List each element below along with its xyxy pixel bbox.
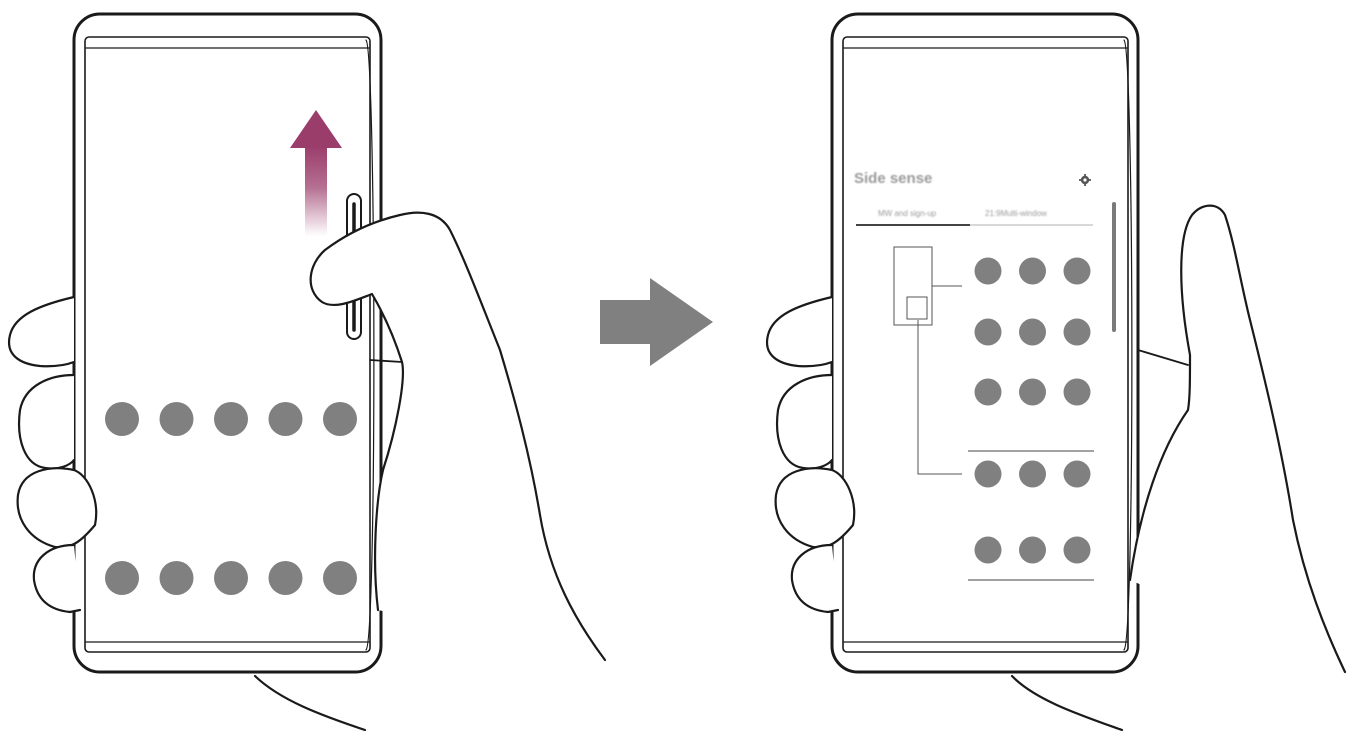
menu-title: Side sense — [854, 170, 932, 187]
menu-app-icon — [975, 319, 1002, 346]
app-icon — [269, 561, 303, 595]
app-icon — [323, 561, 357, 595]
left-panel — [9, 14, 605, 730]
app-icon — [160, 402, 194, 436]
left-finger-3 — [18, 468, 97, 547]
menu-app-icon — [975, 379, 1002, 406]
menu-app-icon — [1019, 319, 1046, 346]
app-icon — [160, 561, 194, 595]
menu-app-icon — [1064, 537, 1091, 564]
menu-scrollbar — [1112, 202, 1116, 332]
app-icon — [323, 402, 357, 436]
thumb-raised — [1130, 206, 1345, 672]
wrist-line-right — [1012, 676, 1122, 730]
transition-arrow — [600, 278, 713, 366]
left-finger-4 — [34, 545, 80, 612]
menu-app-icon — [975, 461, 1002, 488]
menu-app-icon — [1064, 379, 1091, 406]
menu-app-icon — [1019, 537, 1046, 564]
menu-app-icon — [975, 537, 1002, 564]
app-icon — [105, 402, 139, 436]
app-icon — [269, 402, 303, 436]
app-icon — [214, 402, 248, 436]
menu-app-icon — [1019, 461, 1046, 488]
menu-app-icon — [1064, 319, 1091, 346]
wrist-line — [255, 676, 365, 730]
menu-app-icon — [1019, 379, 1046, 406]
left-finger-1 — [9, 297, 74, 366]
left-finger-2 — [19, 375, 74, 468]
tab-multi-window: 21:9Multi-window — [985, 209, 1047, 218]
app-icon — [105, 561, 139, 595]
right-panel — [767, 14, 1345, 730]
app-icon — [214, 561, 248, 595]
menu-app-icon — [1064, 461, 1091, 488]
menu-app-icon — [1019, 258, 1046, 285]
tab-mw: MW and sign-up — [878, 209, 937, 218]
menu-app-icon — [975, 258, 1002, 285]
menu-app-icon — [1064, 258, 1091, 285]
